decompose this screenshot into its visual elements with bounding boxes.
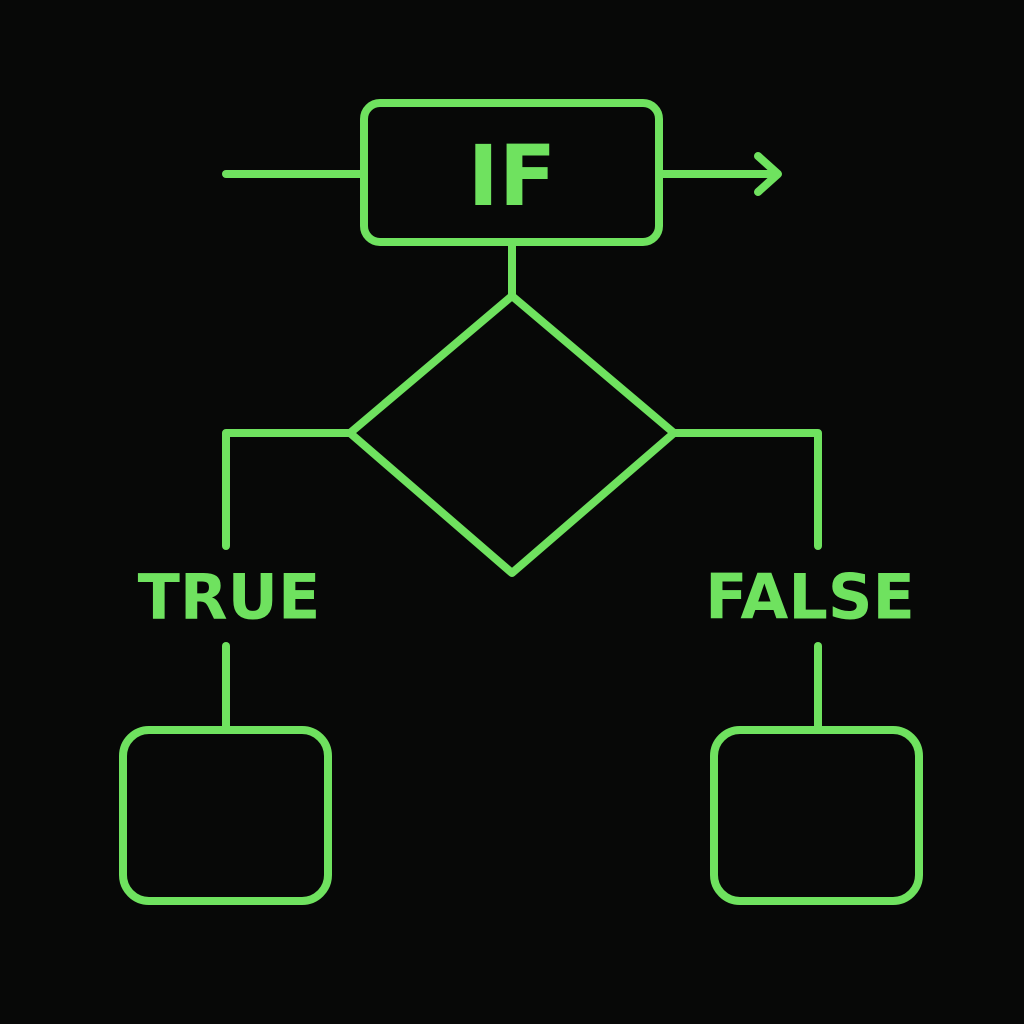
if-box-label: IF — [468, 127, 557, 225]
true-result-box — [119, 726, 332, 905]
output-arrowhead — [754, 152, 782, 196]
true-label: TRUE — [138, 561, 321, 634]
false-branch-connector — [670, 429, 822, 550]
false-label: FALSE — [705, 561, 915, 634]
false-result-box — [710, 726, 923, 905]
decision-diamond — [346, 292, 678, 577]
true-branch-connector — [222, 429, 354, 550]
